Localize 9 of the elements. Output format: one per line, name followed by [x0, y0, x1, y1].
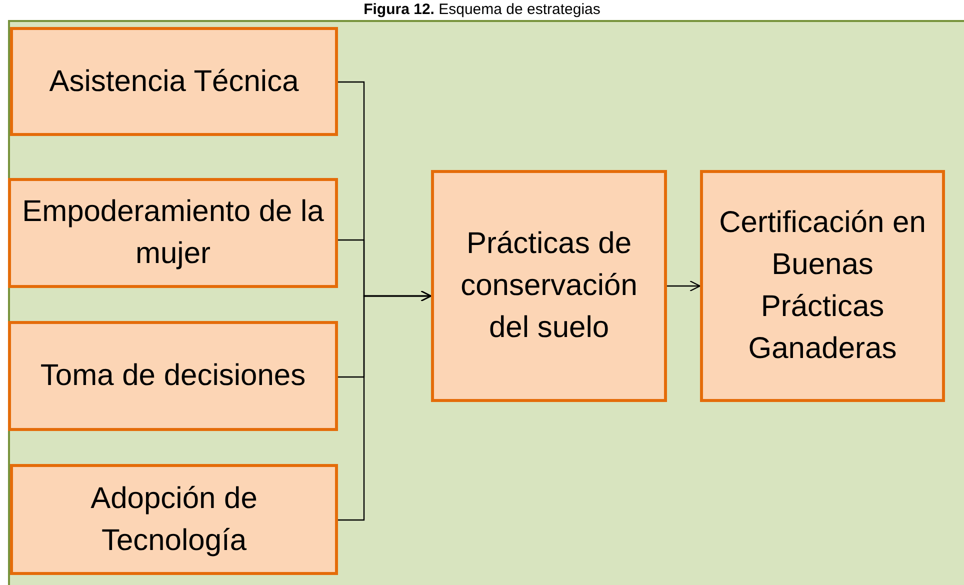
connector-arrow [338, 290, 432, 521]
outcome-box: Certificación en Buenas Prácticas Ganaderas [700, 170, 945, 402]
figure-title: Figura 12. Esquema de estrategias [362, 1, 602, 18]
process-box: Prácticas de conservación del suelo [431, 170, 667, 402]
strategy-box: Asistencia Técnica [10, 27, 338, 136]
strategy-box: Empoderamiento de la mujer [8, 178, 338, 288]
connector-arrow [667, 280, 701, 292]
strategy-box: Adopción de Tecnología [10, 464, 338, 575]
strategy-box: Toma de decisiones [8, 321, 338, 431]
